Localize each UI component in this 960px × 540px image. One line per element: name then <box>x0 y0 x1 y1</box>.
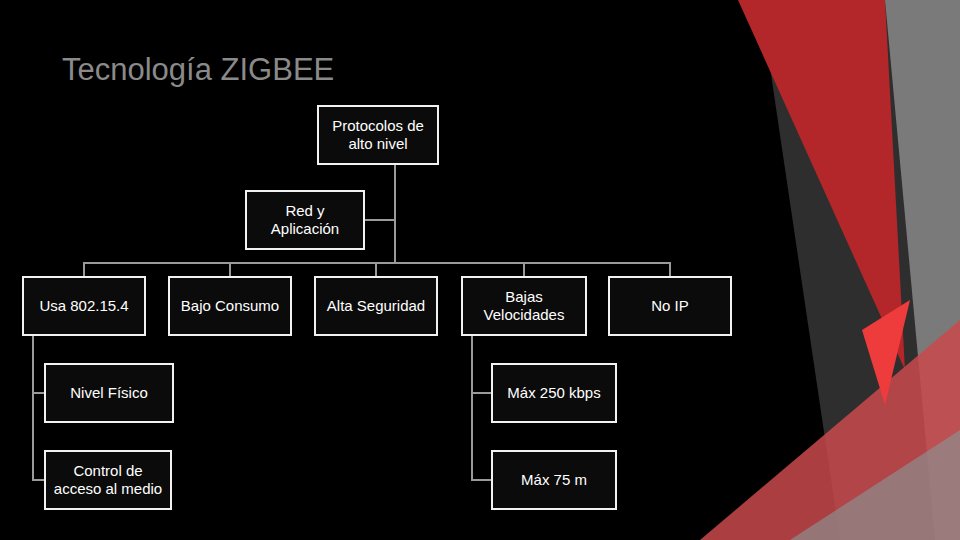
tree-connector <box>472 336 491 480</box>
concept-box: Control de acceso al medio <box>44 450 172 510</box>
concept-box: Bajo Consumo <box>168 276 292 336</box>
tree-connector <box>33 336 44 480</box>
concept-box: Máx 75 m <box>491 450 617 510</box>
concept-box: No IP <box>608 276 732 336</box>
slide-title: Tecnología ZIGBEE <box>62 52 334 88</box>
box-label: Nivel Físico <box>70 384 148 402</box>
tree-connector <box>84 165 395 276</box>
box-label: Alta Seguridad <box>327 297 425 315</box>
box-label: Máx 75 m <box>521 471 587 489</box>
tree-connector <box>365 165 395 220</box>
concept-box: Red y Aplicación <box>245 190 365 250</box>
box-label: Control de acceso al medio <box>51 462 165 498</box>
box-label: No IP <box>651 297 689 315</box>
box-label: Bajas Velocidades <box>468 288 580 324</box>
concept-box: Nivel Físico <box>44 363 174 423</box>
decor-band <box>738 0 905 370</box>
concept-box: Protocolos de alto nivel <box>317 105 439 165</box>
tree-connector <box>376 165 395 276</box>
tree-connector <box>395 165 670 276</box>
decor-band <box>700 320 960 540</box>
decor-band <box>790 430 960 540</box>
concept-box: Bajas Velocidades <box>461 276 587 336</box>
tree-connector <box>230 165 395 276</box>
tree-connector <box>33 336 44 393</box>
concept-box: Usa 802.15.4 <box>22 276 146 336</box>
decor-band <box>862 300 910 405</box>
tree-connector <box>472 336 491 393</box>
box-label: Usa 802.15.4 <box>39 297 128 315</box>
box-label: Máx 250 kbps <box>507 384 600 402</box>
concept-box: Alta Seguridad <box>314 276 438 336</box>
box-label: Protocolos de alto nivel <box>324 117 432 153</box>
tree-connector <box>395 165 524 276</box>
box-label: Red y Aplicación <box>252 202 358 238</box>
box-label: Bajo Consumo <box>181 297 279 315</box>
concept-box: Máx 250 kbps <box>491 363 617 423</box>
